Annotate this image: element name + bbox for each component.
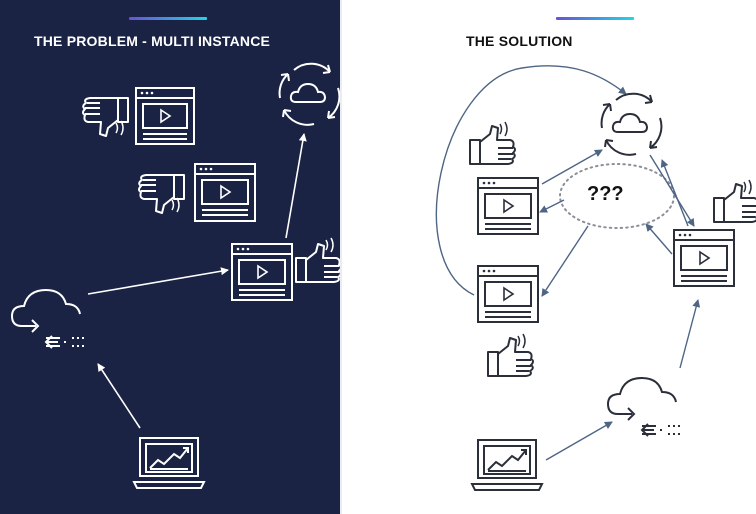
unknown-label: ??? <box>587 183 624 205</box>
shake-lines <box>325 237 334 253</box>
video-window-icon <box>231 243 293 301</box>
shake-lines <box>517 333 526 349</box>
flow-arrow <box>679 299 701 369</box>
solution-accent-bar <box>556 17 634 20</box>
laptop-chart-icon <box>470 439 544 491</box>
video-window-icon <box>194 163 256 222</box>
thumbs-down-icon <box>82 97 129 137</box>
upload-cloud-icon <box>606 376 682 437</box>
unknown-cloud-outline <box>559 163 675 229</box>
shake-lines <box>499 121 508 137</box>
solution-panel: THE SOLUTION <box>342 0 756 514</box>
flow-arrow <box>660 159 689 227</box>
video-window-icon <box>673 229 735 287</box>
problem-title: THE PROBLEM - MULTI INSTANCE <box>34 33 271 49</box>
thumbs-up-icon <box>713 183 756 223</box>
problem-panel: THE PROBLEM - MULTI INSTANCE <box>0 0 340 514</box>
flow-arrow <box>645 223 673 255</box>
flow-arrow <box>435 65 627 296</box>
problem-accent-bar <box>129 17 207 20</box>
thumbs-up-icon <box>487 337 534 377</box>
video-window-icon <box>477 177 539 235</box>
sync-cloud-icon <box>600 92 663 156</box>
video-window-icon <box>135 87 195 145</box>
shake-lines <box>115 120 124 136</box>
video-window-icon <box>477 265 539 323</box>
flow-arrow <box>539 199 565 213</box>
flow-arrow <box>541 225 589 297</box>
shake-lines <box>171 197 180 213</box>
solution-title: THE SOLUTION <box>466 33 573 49</box>
problem-diagram <box>10 62 340 489</box>
flow-arrow <box>285 133 307 239</box>
flow-arrow <box>97 363 141 429</box>
flow-arrow <box>541 149 603 185</box>
flow-arrow <box>87 267 229 295</box>
flow-arrow <box>545 421 613 461</box>
flow-arrow <box>649 154 695 227</box>
thumbs-up-icon <box>295 243 340 283</box>
shake-lines <box>743 179 752 195</box>
thumbs-down-icon <box>138 174 185 214</box>
panel-divider <box>340 0 342 514</box>
laptop-chart-icon <box>132 437 206 489</box>
sync-cloud-icon <box>278 62 340 126</box>
solution-diagram <box>435 65 756 491</box>
upload-cloud-icon <box>10 288 86 349</box>
thumbs-up-icon <box>469 125 516 165</box>
